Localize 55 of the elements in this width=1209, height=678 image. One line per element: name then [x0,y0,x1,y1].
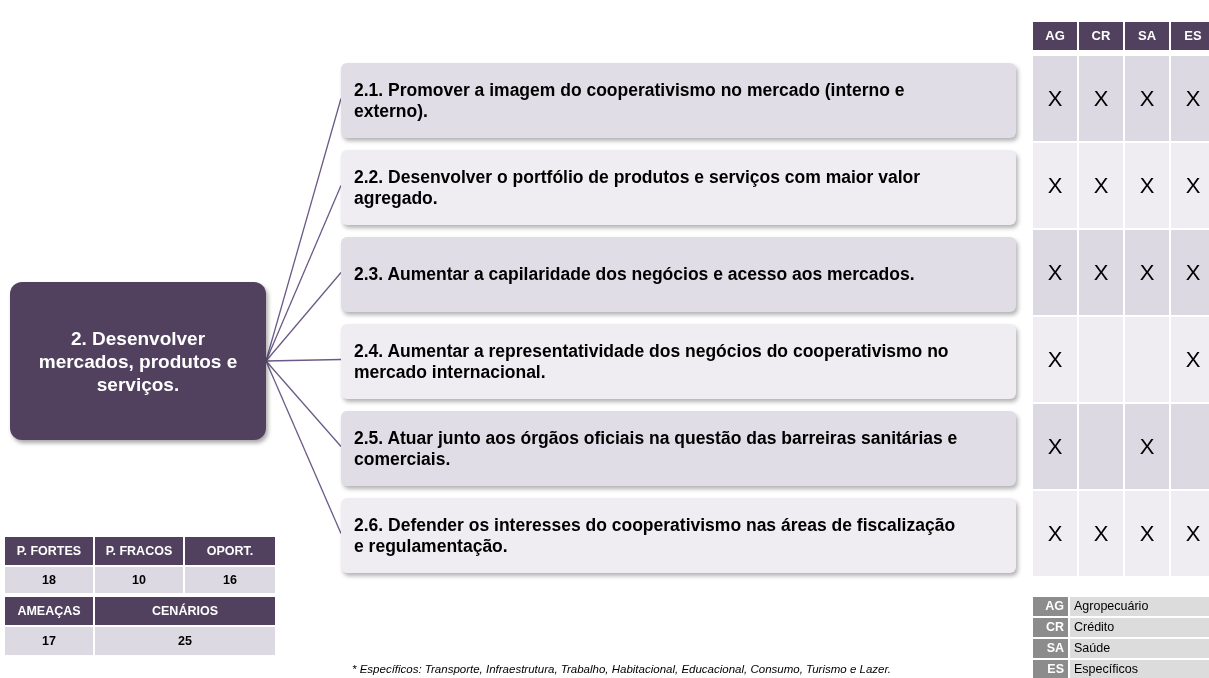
column-header: SA [1125,22,1169,50]
check-mark-cell: X [1079,56,1123,141]
objective-box: 2.6. Defender os interesses do cooperativismo nas áreas de fiscalização e regulamentação. [341,498,1016,573]
connector-line [265,271,342,362]
table-header: CENÁRIOS [95,597,275,625]
check-mark-cell: X [1033,491,1077,576]
check-mark-cell: X [1125,491,1169,576]
check-mark-cell: X [1033,317,1077,402]
table-value: 16 [185,567,275,593]
connector-line [265,358,342,362]
column-header: CR [1079,22,1123,50]
table-value: 18 [5,567,93,593]
table-value: 10 [95,567,183,593]
legend-text: Crédito [1070,618,1209,637]
connector-line [265,360,342,448]
legend-text: Agropecuário [1070,597,1209,616]
objective-box: 2.3. Aumentar a capilaridade dos negócios e acesso aos mercados. [341,237,1016,312]
check-mark-cell: X [1079,491,1123,576]
objective-box: 2.1. Promover a imagem do cooperativismo no mercado (interno e externo). [341,63,1016,138]
connector-line [265,360,342,535]
check-mark-cell: X [1171,56,1209,141]
legend-text: Saúde [1070,639,1209,658]
check-mark-cell: X [1125,404,1169,489]
legend-code: CR [1033,618,1068,637]
table-header: OPORT. [185,537,275,565]
check-mark-cell: X [1171,491,1209,576]
table-value: 17 [5,627,93,655]
check-mark-cell: X [1125,56,1169,141]
legend-code: ES [1033,660,1068,678]
check-mark-cell: X [1079,143,1123,228]
legend-code: AG [1033,597,1068,616]
goal-box: 2. Desenvolver mercados, produtos e serviços. [10,282,266,440]
legend-text: Específicos [1070,660,1209,678]
check-mark-cell: X [1033,230,1077,315]
check-mark-cell: X [1033,56,1077,141]
table-header: P. FRACOS [95,537,183,565]
connector-line [265,184,342,362]
check-mark-cell: X [1033,143,1077,228]
check-mark-cell: X [1125,230,1169,315]
column-header: AG [1033,22,1077,50]
objective-box: 2.2. Desenvolver o portfólio de produtos e serviços com maior valor agregado. [341,150,1016,225]
check-mark-cell: X [1171,143,1209,228]
table-value: 25 [95,627,275,655]
objective-box: 2.4. Aumentar a representatividade dos negócios do cooperativismo no mercado internacional. [341,324,1016,399]
objective-box: 2.5. Atuar junto aos órgãos oficiais na questão das barreiras sanitárias e comerciais. [341,411,1016,486]
check-mark-cell: X [1079,230,1123,315]
table-header: P. FORTES [5,537,93,565]
check-mark-cell: X [1171,230,1209,315]
footnote: * Específicos: Transporte, Infraestrutura, Trabalho, Habitacional, Educacional, Consumo, Turismo e Lazer. [352,662,892,677]
table-header: AMEAÇAS [5,597,93,625]
check-mark-cell: X [1171,317,1209,402]
column-header: ES [1171,22,1209,50]
check-mark-cell: X [1125,143,1169,228]
check-mark-cell: X [1033,404,1077,489]
legend-code: SA [1033,639,1068,658]
